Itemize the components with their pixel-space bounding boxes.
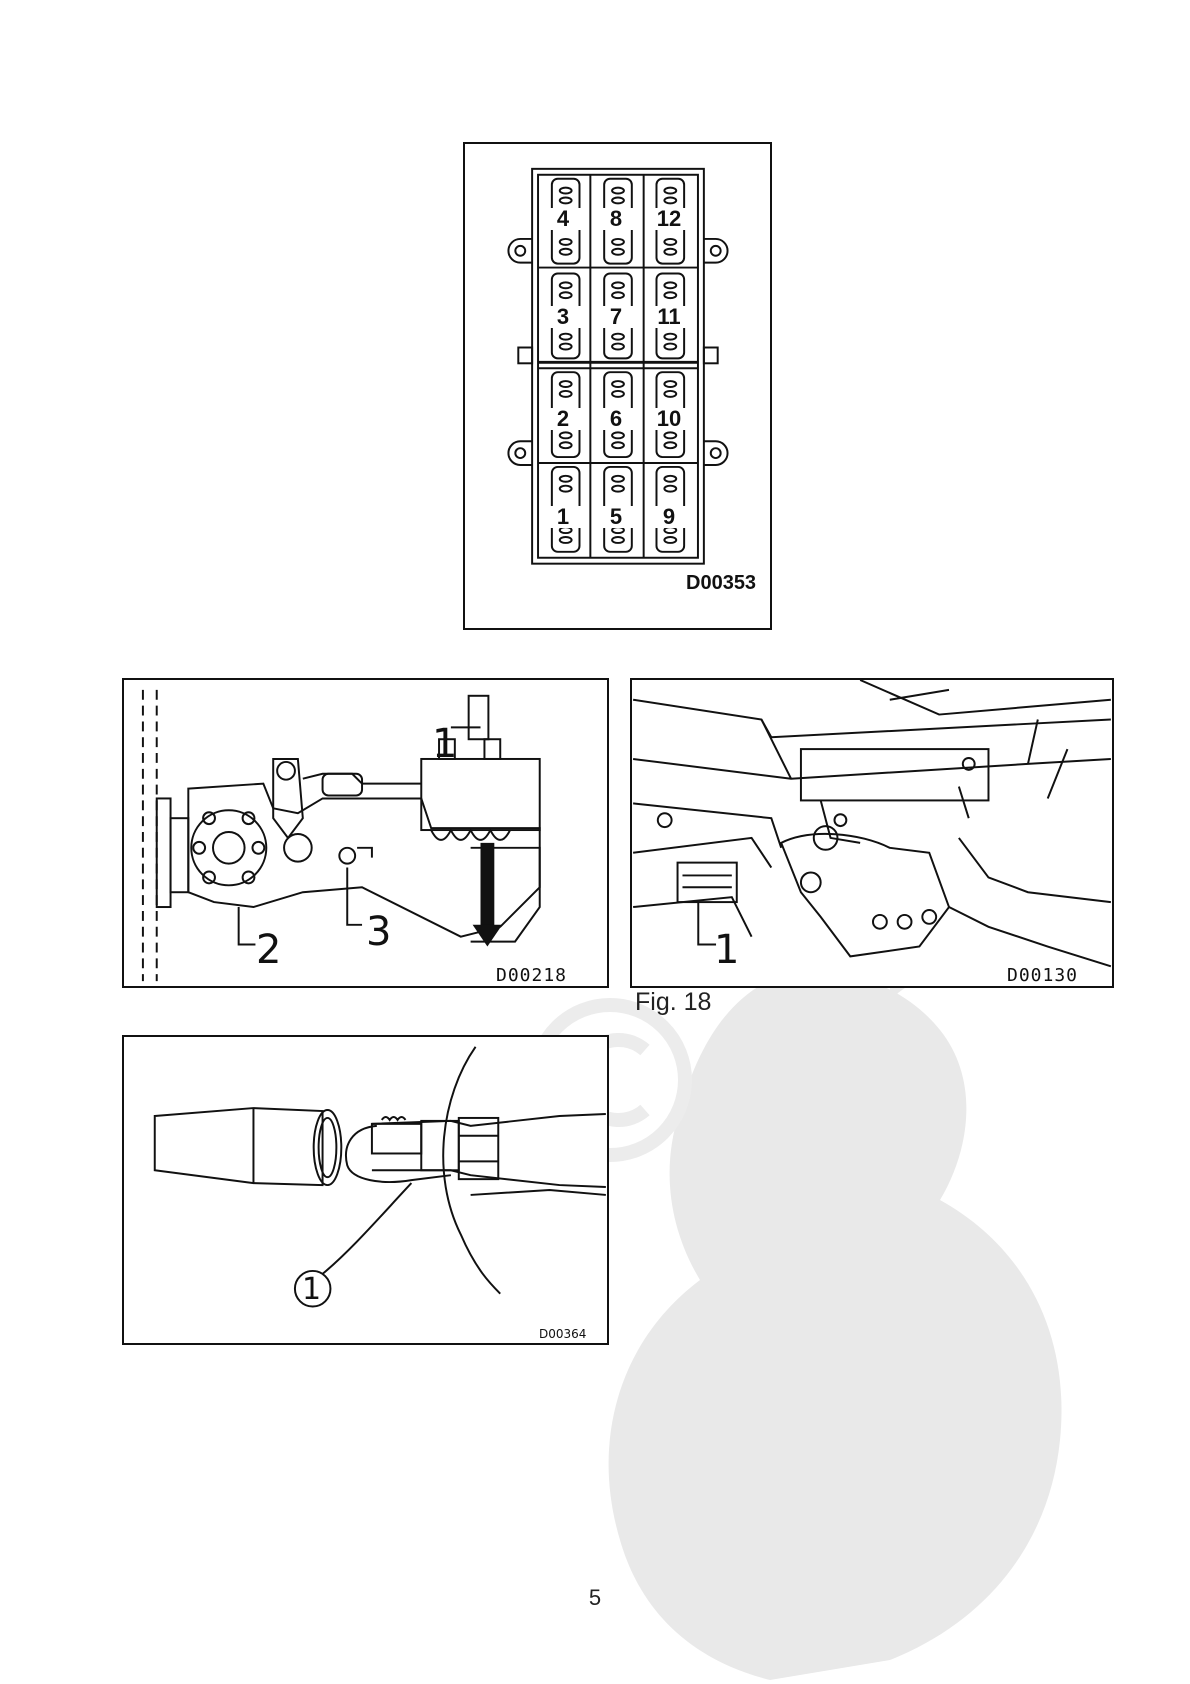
fuse-contact xyxy=(612,391,624,397)
fuse-contact xyxy=(664,486,676,492)
fuse-contact xyxy=(560,432,572,438)
fuse-contact xyxy=(664,282,676,288)
callout-1: 1 xyxy=(432,724,457,764)
fuse-contact xyxy=(664,537,676,543)
fuse-contact xyxy=(560,486,572,492)
fuse-contact xyxy=(664,476,676,482)
fuse-contact xyxy=(560,381,572,387)
connector-drawing xyxy=(124,1037,607,1343)
fuse-contact xyxy=(664,197,676,203)
figure-code: D00218 xyxy=(496,965,567,986)
connector-figure: 1 D00364 xyxy=(122,1035,609,1345)
fuse-contact xyxy=(560,239,572,245)
fuse-contact xyxy=(560,391,572,397)
fuse-number: 3 xyxy=(543,306,583,328)
fuse-contact xyxy=(664,432,676,438)
fuse-contact xyxy=(612,486,624,492)
fuse-contact xyxy=(560,249,572,255)
fuse-contact xyxy=(612,432,624,438)
fuse-contact xyxy=(612,344,624,350)
fuse-contact xyxy=(664,292,676,298)
fuse-contact xyxy=(612,537,624,543)
callout-1: 1 xyxy=(302,1275,321,1305)
gearbox-figure: 1 2 3 D00218 xyxy=(122,678,609,988)
fuse-contact xyxy=(612,442,624,448)
page-number: 5 xyxy=(0,1585,1190,1611)
callout-2: 2 xyxy=(256,930,281,970)
fuse-contact xyxy=(664,249,676,255)
fuse-box-figure: 4 8 12 3 7 11 2 6 10 1 5 9 D00353 xyxy=(463,142,772,630)
fuse-number: 11 xyxy=(649,306,689,328)
fuse-contact xyxy=(664,442,676,448)
fuse-contact xyxy=(664,239,676,245)
fuse-number: 12 xyxy=(649,208,689,230)
fuse-number: 5 xyxy=(596,506,636,528)
fuse-contact xyxy=(664,188,676,194)
nameplate-figure: 1 D00130 xyxy=(630,678,1114,988)
figure-code: D00353 xyxy=(686,572,756,595)
fuse-contact xyxy=(612,292,624,298)
fuse-contact xyxy=(560,188,572,194)
fuse-contact xyxy=(560,292,572,298)
fuse-contact xyxy=(664,344,676,350)
fuse-number: 1 xyxy=(543,506,583,528)
fuse-contact xyxy=(612,197,624,203)
fuse-contact xyxy=(612,334,624,340)
fuse-contact xyxy=(612,249,624,255)
fuse-contact xyxy=(664,381,676,387)
fuse-contact xyxy=(560,282,572,288)
callout-3: 3 xyxy=(366,912,391,952)
fuse-contact xyxy=(560,334,572,340)
fuse-contact xyxy=(664,391,676,397)
fuse-number: 9 xyxy=(649,506,689,528)
callout-1: 1 xyxy=(714,930,739,970)
figure-code: D00364 xyxy=(539,1327,586,1341)
fuse-contact xyxy=(612,239,624,245)
fuse-contact xyxy=(560,476,572,482)
fuse-contact xyxy=(560,537,572,543)
fuse-number: 4 xyxy=(543,208,583,230)
fuse-contact xyxy=(612,188,624,194)
fuse-contact xyxy=(560,442,572,448)
fuse-contact xyxy=(664,334,676,340)
fuse-contact xyxy=(612,282,624,288)
fuse-number: 8 xyxy=(596,208,636,230)
fuse-number: 2 xyxy=(543,408,583,430)
fuse-contact xyxy=(612,476,624,482)
figure-caption: Fig. 18 xyxy=(635,988,711,1017)
fuse-contact xyxy=(612,381,624,387)
figure-code: D00130 xyxy=(1007,965,1078,986)
fuse-contact xyxy=(560,344,572,350)
nameplate-drawing xyxy=(632,680,1112,986)
fuse-number: 6 xyxy=(596,408,636,430)
fuse-number: 7 xyxy=(596,306,636,328)
fuse-contact xyxy=(560,197,572,203)
fuse-number: 10 xyxy=(649,408,689,430)
